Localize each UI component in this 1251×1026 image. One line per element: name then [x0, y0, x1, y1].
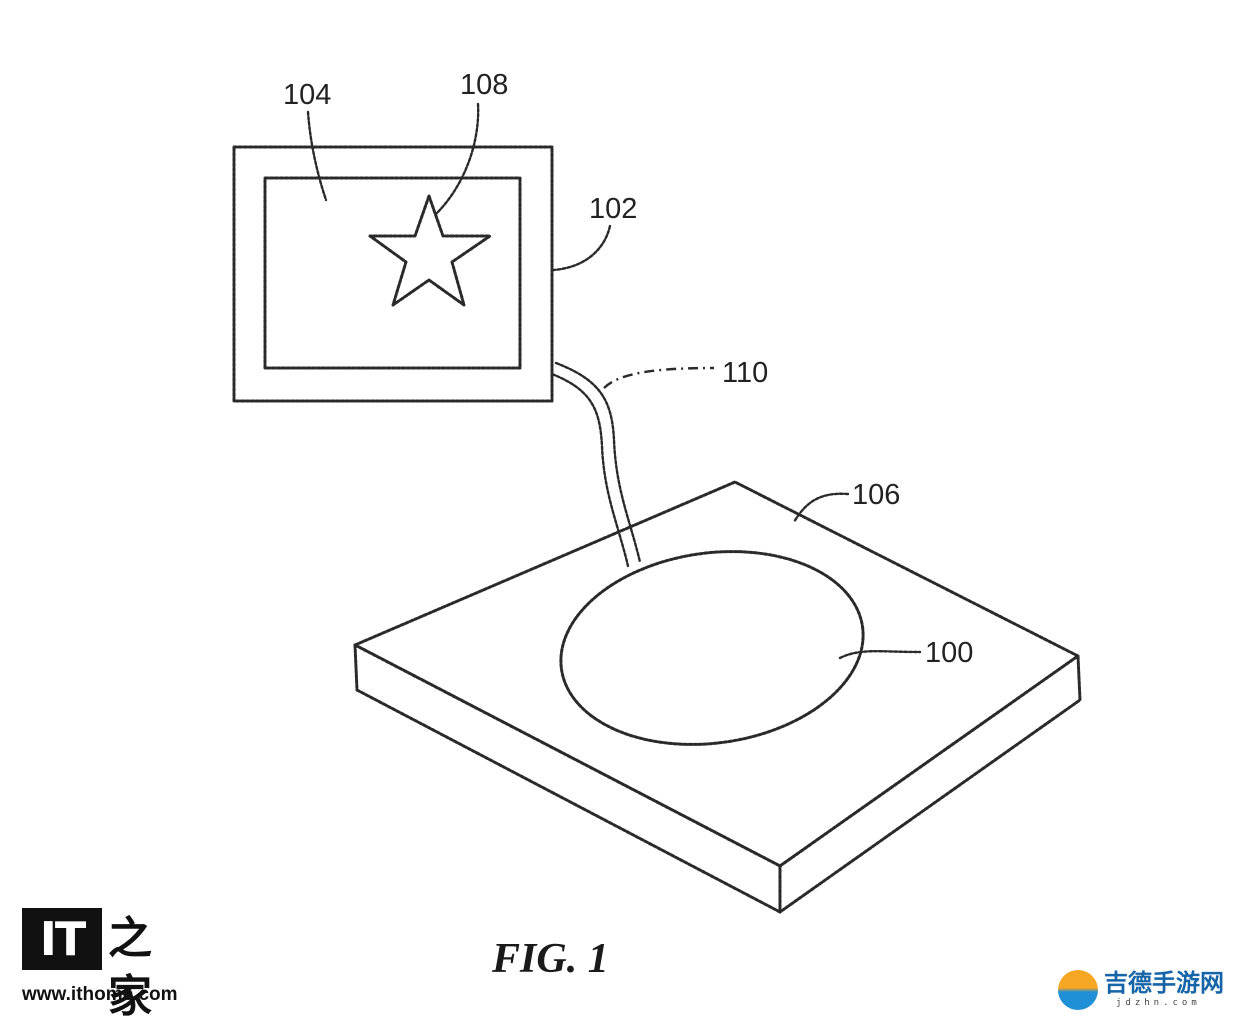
screen-104: [263, 176, 522, 370]
leader-106: [792, 492, 850, 524]
cable-110: [550, 361, 642, 568]
ithome-url: www.ithome.com: [22, 984, 178, 1005]
jdzhn-title: 吉德手游网: [1104, 969, 1224, 997]
ithome-logo-text: IT: [39, 912, 87, 966]
leader-100: [838, 650, 922, 660]
jdzhn-watermark: 吉德手游网 jdzhn.com: [1056, 968, 1246, 1014]
ithome-logo-icon: [22, 908, 102, 970]
ithome-logo-cjk: 之家: [108, 913, 152, 1022]
device-102: [232, 145, 554, 403]
jdzhn-logo-icon: [1058, 970, 1098, 1010]
jdzhn-subtitle: jdzhn.com: [1116, 998, 1201, 1008]
region-100: [559, 550, 865, 746]
figure-caption: FIG. 1: [491, 936, 609, 982]
leader-102: [551, 224, 612, 272]
leader-110: [603, 366, 715, 389]
label-100: 100: [925, 637, 973, 669]
leader-104: [306, 110, 328, 202]
label-106: 106: [852, 479, 900, 511]
leader-108: [434, 102, 480, 216]
label-108: 108: [460, 69, 508, 101]
ithome-watermark: IT 之家 www.ithome.com: [22, 908, 192, 1022]
label-110: 110: [722, 357, 768, 389]
label-104: 104: [283, 79, 331, 111]
star-108: [368, 194, 492, 307]
label-102: 102: [589, 193, 637, 225]
pad-106: [353, 480, 1082, 914]
